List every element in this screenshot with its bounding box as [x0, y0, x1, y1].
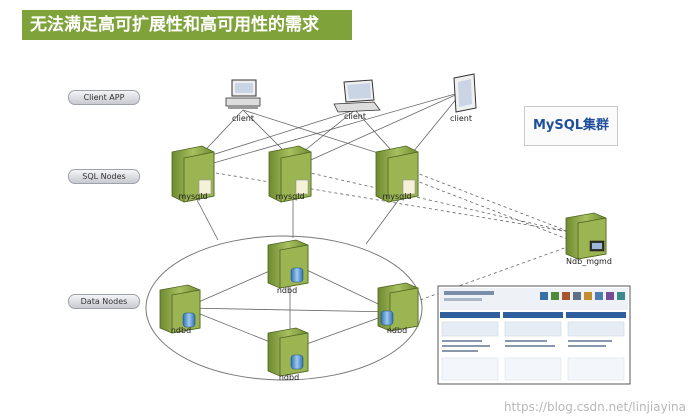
- client-label: client: [232, 114, 254, 123]
- layer-label-sql-nodes: SQL Nodes: [68, 169, 140, 184]
- data-node-server-icon: [159, 284, 201, 334]
- sql-node-server-icon: [268, 145, 312, 203]
- slide-title: 无法满足高可扩展性和高可用性的需求: [22, 10, 352, 40]
- sql-node-label: mysqld: [382, 192, 412, 201]
- data-node-label: ndbd: [278, 373, 300, 382]
- data-node-server-icon: [377, 282, 419, 332]
- mysql-cluster-label: MySQL集群: [524, 106, 618, 146]
- layer-label-client-app: Client APP: [68, 90, 140, 105]
- client-desktop-icon: [225, 79, 261, 109]
- sql-node-server-icon: [375, 145, 419, 203]
- workbench-screenshot: [437, 285, 631, 385]
- data-node-group-ellipse: [145, 235, 423, 381]
- client-label: client: [450, 114, 472, 123]
- sql-node-server-icon: [171, 145, 215, 203]
- layer-label-data-nodes: Data Nodes: [68, 294, 140, 309]
- data-node-server-icon: [267, 239, 309, 289]
- management-node-label: Ndb_mgmd: [566, 257, 612, 266]
- sql-node-label: mysqld: [275, 192, 305, 201]
- client-tablet-icon: [453, 73, 477, 113]
- data-node-label: ndbd: [386, 326, 408, 335]
- data-node-server-icon: [267, 327, 309, 377]
- client-label: client: [344, 112, 366, 121]
- management-node-server-icon: [565, 212, 607, 260]
- watermark: https://blog.csdn.net/linjiayina: [503, 400, 686, 414]
- data-node-label: ndbd: [276, 286, 298, 295]
- data-node-label: ndbd: [170, 326, 192, 335]
- sql-node-label: mysqld: [178, 192, 208, 201]
- sql-data-links: [195, 197, 401, 245]
- client-laptop-icon: [333, 79, 381, 113]
